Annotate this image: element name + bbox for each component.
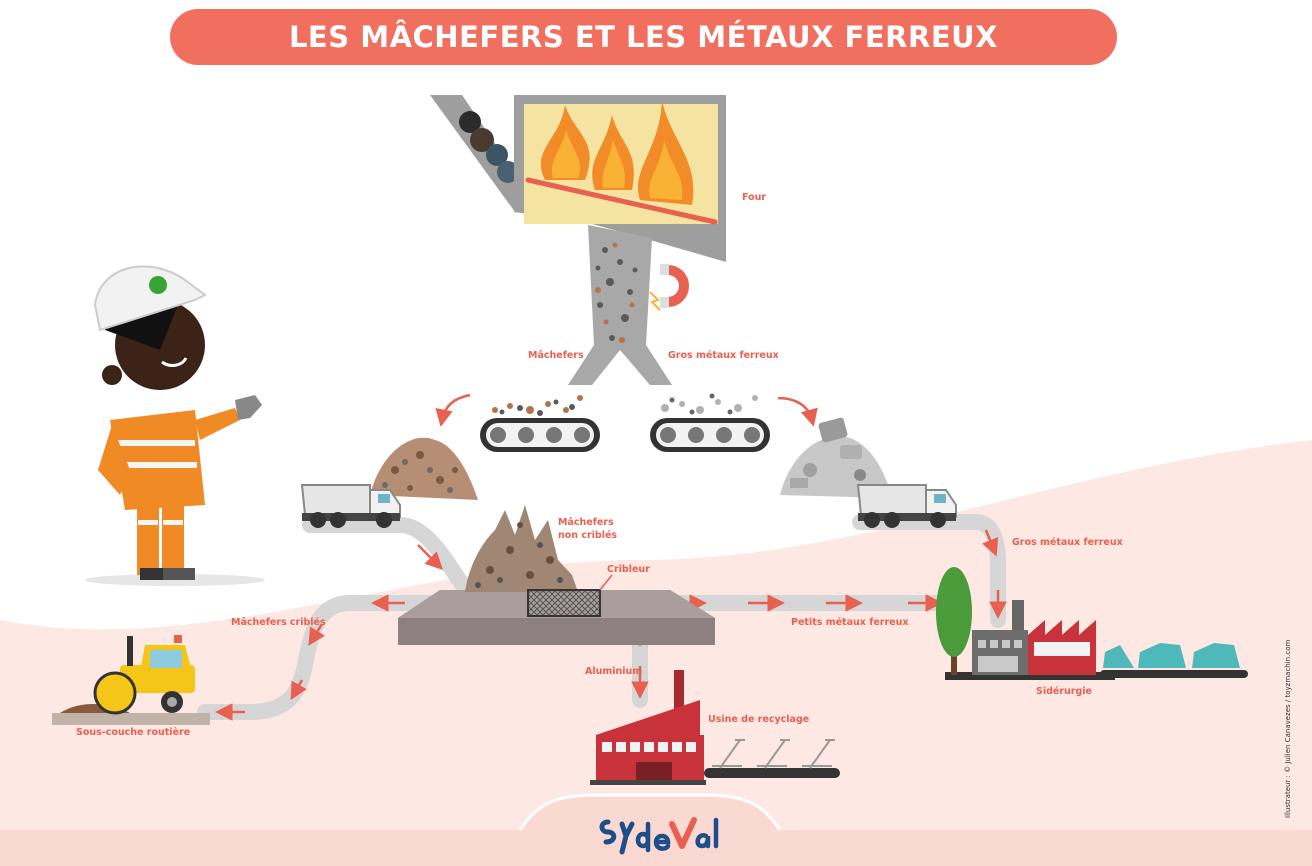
label-petits-metaux: Petits métaux ferreux xyxy=(791,617,909,628)
label-sous-couche: Sous-couche routière xyxy=(76,727,191,738)
bottom-ash-funnel xyxy=(568,225,672,385)
worker-character xyxy=(85,265,265,586)
label-aluminium: Aluminium xyxy=(585,666,643,677)
label-machefers-cribles: Mâchefers criblés xyxy=(231,617,326,628)
label-gros-metaux-top: Gros métaux ferreux xyxy=(668,350,779,361)
label-cribleur: Cribleur xyxy=(607,564,650,575)
illustrator-credit: Illustrateur : © Julien Canavezes / toyz… xyxy=(1284,639,1292,818)
scrap-metal-pile xyxy=(780,417,892,498)
tree xyxy=(936,567,972,675)
magnet-icon xyxy=(649,264,689,311)
conveyor-left xyxy=(480,395,600,452)
label-machefers-non-cribles-1: Mâchefers xyxy=(558,517,614,528)
label-gros-metaux-right: Gros métaux ferreux xyxy=(1012,537,1123,548)
label-machefers-non-cribles-2: non criblés xyxy=(558,530,618,541)
label-four: Four xyxy=(742,192,767,203)
footer-band xyxy=(0,795,1312,866)
road-roller xyxy=(52,635,210,725)
label-usine-recyclage: Usine de recyclage xyxy=(708,714,810,725)
bottom-ash-pile xyxy=(370,437,478,500)
sydeval-logo xyxy=(598,810,728,860)
waste-chute xyxy=(430,95,530,212)
label-siderurgie: Sidérurgie xyxy=(1036,686,1092,697)
label-machefers: Mâchefers xyxy=(528,350,584,361)
unscreened-bottom-ash-pile xyxy=(465,505,578,592)
furnace xyxy=(514,95,726,262)
steel-mill xyxy=(945,600,1248,680)
truck-left xyxy=(300,484,401,528)
screener-grid xyxy=(527,589,601,617)
recycling-factory xyxy=(590,670,840,785)
title-banner: LES MÂCHEFERS ET LES MÉTAUX FERREUX xyxy=(170,9,1117,65)
truck-right xyxy=(856,484,957,528)
conveyor-right xyxy=(650,393,770,452)
page-title: LES MÂCHEFERS ET LES MÉTAUX FERREUX xyxy=(288,20,999,54)
